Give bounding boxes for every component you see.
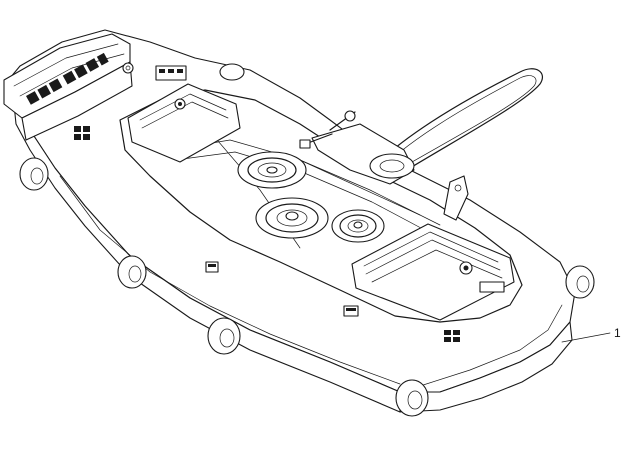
anti-scalp-wheel-top (219, 63, 245, 81)
right-belt-cover (351, 223, 515, 321)
warning-label (155, 65, 187, 81)
drive-belt (394, 68, 543, 169)
mount-bracket (443, 175, 469, 221)
idler-pulley (331, 209, 385, 243)
callout-leader-line (561, 332, 611, 343)
anti-scalp-wheel-rear-left (19, 157, 49, 191)
anti-scalp-wheel-front-left (207, 317, 241, 355)
left-spindle-pulley (237, 151, 307, 189)
callout-number-1: 1 (614, 326, 621, 340)
side-logo-decal (74, 126, 90, 140)
center-spindle-pulley (255, 197, 329, 239)
left-belt-cover (127, 83, 241, 163)
anti-scalp-wheel-left (117, 255, 147, 289)
anti-scalp-wheel-right (565, 265, 595, 299)
rear-mount-box (3, 33, 134, 141)
side-labels (205, 261, 460, 342)
belt-tensioner (299, 110, 415, 185)
anti-scalp-wheel-front (395, 379, 429, 417)
